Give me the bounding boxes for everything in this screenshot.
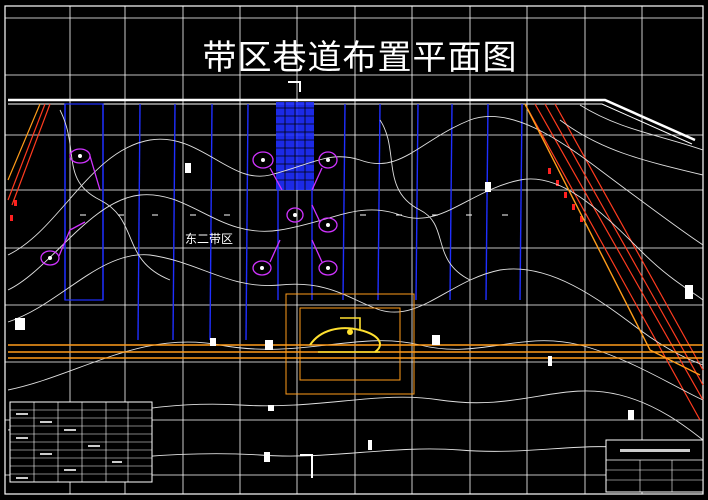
fault-marks [10, 168, 583, 222]
left-fault-line [7, 103, 41, 181]
drawing-frame [4, 5, 704, 495]
shaft-symbol-icon [288, 81, 313, 478]
legend-table [9, 401, 153, 483]
upper-boundary-inner [8, 103, 693, 145]
shaft-bottom-workings [309, 317, 381, 353]
mining-area-label: 东二带区 [185, 232, 234, 246]
drawing-title: 带区巷道布置平面图 [202, 38, 518, 78]
boreholes [40, 148, 338, 276]
upper-boundary-line [8, 98, 696, 142]
shaft-pillar-column [276, 102, 314, 300]
industrial-square [285, 293, 415, 395]
fault-boundaries [7, 103, 704, 421]
coordinate-grid [5, 6, 703, 494]
borehole-icon [48, 154, 330, 270]
title-block [605, 439, 704, 493]
incline-roadway [524, 103, 701, 376]
small-annotations [15, 163, 693, 462]
panel-block-west [64, 103, 104, 301]
